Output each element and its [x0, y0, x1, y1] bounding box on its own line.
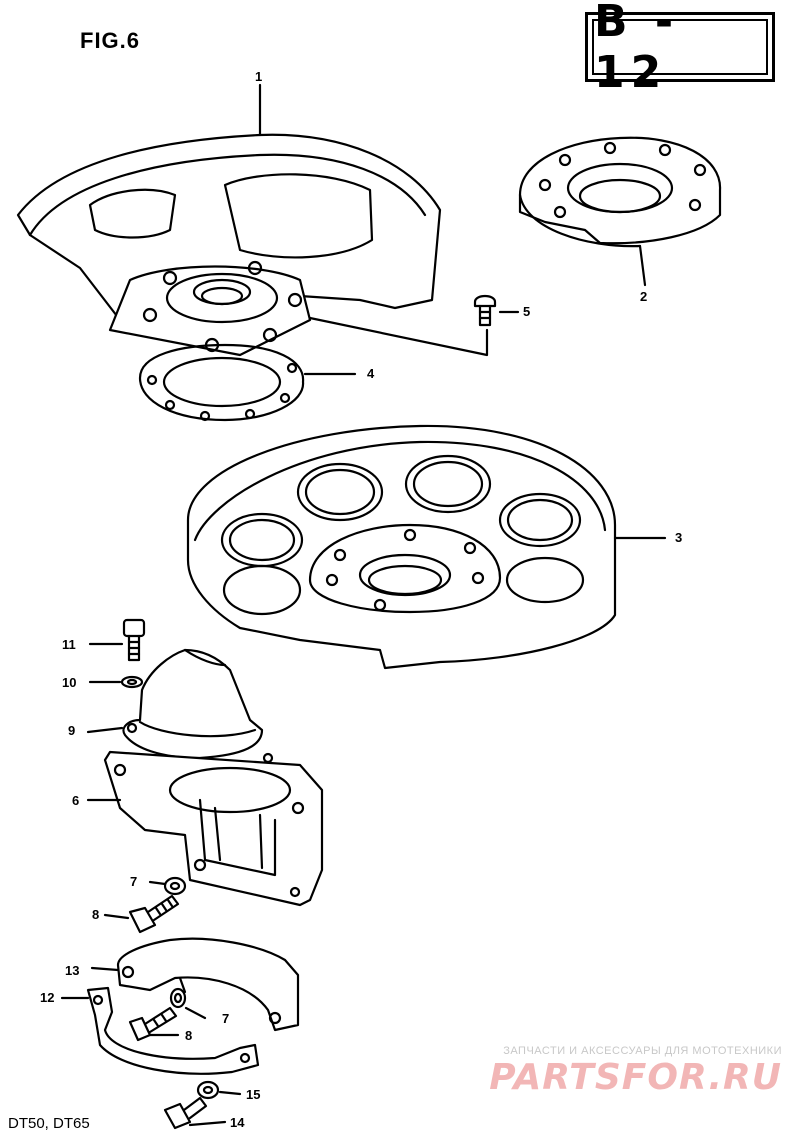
part-8-bolt-lower [128, 1006, 180, 1042]
part-13-upper-clamp [90, 937, 300, 1032]
callout-12: 12 [40, 990, 55, 1005]
section-code-box: B - 12 [585, 0, 775, 98]
callout-15: 15 [246, 1087, 261, 1102]
callout-14: 14 [230, 1115, 245, 1130]
callout-13: 13 [65, 963, 80, 978]
watermark: ЗАПЧАСТИ И АКСЕССУАРЫ ДЛЯ МОТОТЕХНИКИ PA… [489, 1045, 782, 1098]
part-3-lower-pan [186, 424, 667, 670]
callout-8-lower: 8 [185, 1028, 193, 1043]
callout-7-upper: 7 [130, 874, 138, 889]
section-code-frame: B - 12 [592, 0, 768, 98]
part-7-washer-upper [148, 876, 187, 896]
callout-7-lower: 7 [222, 1011, 230, 1026]
callout-11: 11 [62, 637, 76, 652]
model-label: DT50, DT65 [8, 1115, 90, 1132]
watermark-caption: ЗАПЧАСТИ И АКСЕССУАРЫ ДЛЯ МОТОТЕХНИКИ [503, 1045, 782, 1057]
section-code: B - 12 [594, 0, 680, 98]
part-6-bracket [86, 750, 324, 907]
part-14-bolt [163, 1096, 227, 1130]
part-10-washer [88, 675, 144, 689]
part-7-washer-lower [169, 987, 207, 1020]
callout-8-upper: 8 [92, 907, 100, 922]
part-4-gasket [138, 343, 357, 422]
callout-1: 1 [255, 69, 263, 84]
part-11-bolt [88, 618, 146, 662]
figure-label: FIG.6 [80, 28, 141, 53]
callout-10: 10 [62, 675, 77, 690]
callout-6: 6 [72, 793, 80, 808]
callout-9: 9 [68, 723, 76, 738]
watermark-brand: PARTSFOR.RU [489, 1057, 782, 1098]
part-2-ring-flange [518, 136, 722, 287]
part-1-upper-cover [16, 83, 442, 357]
part-5-screw [308, 294, 520, 357]
callout-3: 3 [675, 530, 683, 545]
part-15-washer [196, 1080, 242, 1100]
part-8-bolt-upper [103, 894, 180, 934]
callout-4: 4 [367, 366, 375, 381]
part-9-rubber-mount [86, 648, 274, 764]
callout-2: 2 [640, 289, 648, 304]
part-12-lower-clamp [60, 986, 260, 1075]
callout-5: 5 [523, 304, 531, 319]
